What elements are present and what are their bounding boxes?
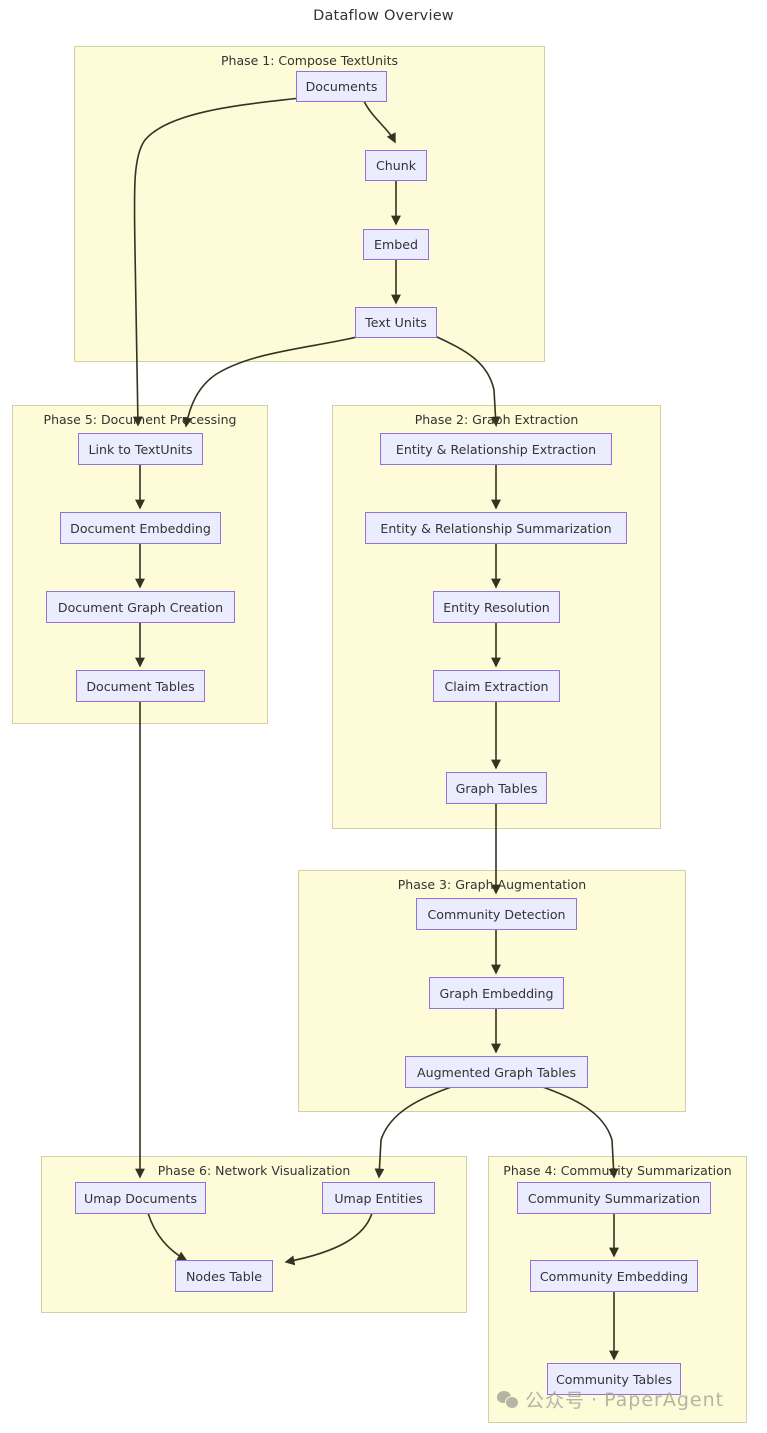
watermark-text-cn: 公众号	[525, 1390, 586, 1412]
node-chunk[interactable]: Chunk	[365, 150, 427, 181]
node-graph-tables[interactable]: Graph Tables	[446, 772, 547, 804]
node-document-graph-creation[interactable]: Document Graph Creation	[46, 591, 235, 623]
node-community-tables[interactable]: Community Tables	[547, 1363, 681, 1395]
node-umap-entities[interactable]: Umap Entities	[322, 1182, 435, 1214]
node-community-detection[interactable]: Community Detection	[416, 898, 577, 930]
node-nodes-table[interactable]: Nodes Table	[175, 1260, 273, 1292]
node-document-tables[interactable]: Document Tables	[76, 670, 205, 702]
node-documents[interactable]: Documents	[296, 71, 387, 102]
watermark-text-en: PaperAgent	[604, 1388, 725, 1411]
node-document-embedding[interactable]: Document Embedding	[60, 512, 221, 544]
wechat-icon	[497, 1390, 519, 1409]
node-entity-relationship-summarization[interactable]: Entity & Relationship Summarization	[365, 512, 627, 544]
node-text-units[interactable]: Text Units	[355, 307, 437, 338]
node-claim-extraction[interactable]: Claim Extraction	[433, 670, 560, 702]
node-umap-documents[interactable]: Umap Documents	[75, 1182, 206, 1214]
cluster-phase-3-label: Phase 3: Graph Augmentation	[397, 877, 587, 892]
cluster-phase-6-label: Phase 6: Network Visualization	[157, 1163, 351, 1178]
cluster-phase-1-label: Phase 1: Compose TextUnits	[221, 53, 398, 68]
node-link-to-textunits[interactable]: Link to TextUnits	[78, 433, 203, 465]
page-title: Dataflow Overview	[313, 8, 454, 24]
node-entity-relationship-extraction[interactable]: Entity & Relationship Extraction	[380, 433, 612, 465]
watermark-separator: ·	[591, 1388, 599, 1411]
node-graph-embedding[interactable]: Graph Embedding	[429, 977, 564, 1009]
watermark: 公众号 · PaperAgent	[497, 1386, 724, 1413]
cluster-phase-2-label: Phase 2: Graph Extraction	[414, 412, 579, 427]
cluster-phase-5-label: Phase 5: Document Processing	[43, 412, 237, 427]
node-augmented-graph-tables[interactable]: Augmented Graph Tables	[405, 1056, 588, 1088]
node-embed[interactable]: Embed	[363, 229, 429, 260]
node-community-summarization[interactable]: Community Summarization	[517, 1182, 711, 1214]
node-community-embedding[interactable]: Community Embedding	[530, 1260, 698, 1292]
node-entity-resolution[interactable]: Entity Resolution	[433, 591, 560, 623]
cluster-phase-4-label: Phase 4: Community Summarization	[503, 1163, 732, 1178]
